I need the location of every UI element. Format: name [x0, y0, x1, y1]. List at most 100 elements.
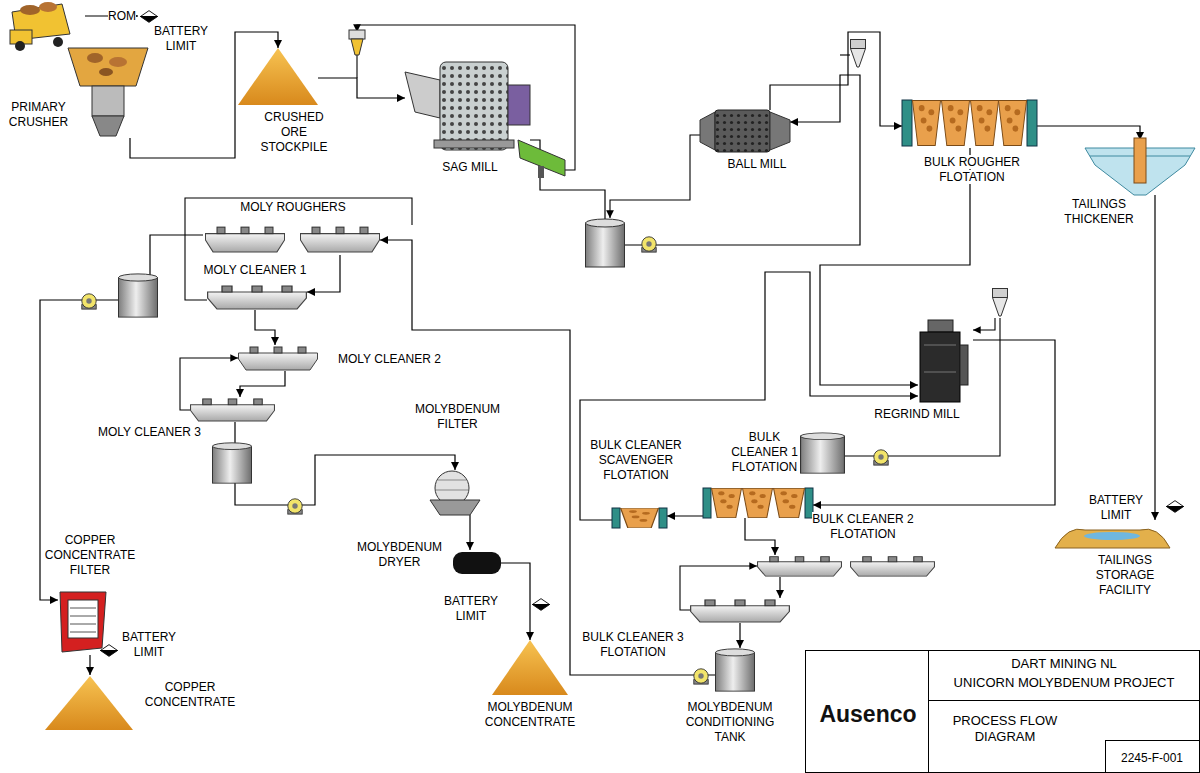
equipment-node: MOLY ROUGHERS	[203, 225, 380, 255]
bulk-cleaner-cells-icon	[774, 488, 805, 517]
copper-pile-icon	[45, 676, 133, 730]
battery-limit-symbols	[1166, 501, 1183, 513]
sag-mill-icon	[405, 72, 440, 118]
flow-line	[667, 515, 703, 516]
primary-crusher-icon	[109, 57, 127, 67]
label-text: TAILINGS THICKENER	[1064, 197, 1133, 226]
ball-mill-icon	[700, 112, 715, 150]
label-text: UNICORN MOLYBDENUM PROJECT	[954, 675, 1175, 690]
sag-mill-icon	[405, 62, 530, 150]
label-box: SAG MILL	[430, 160, 510, 175]
flow-line	[240, 371, 285, 397]
label-text: SAG MILL	[442, 160, 497, 174]
label-text: PRIMARY CRUSHER	[9, 100, 68, 129]
label-box: MOLY CLEANER 2	[338, 352, 448, 367]
title-block	[1105, 740, 1106, 773]
flow-line	[580, 272, 918, 520]
regrind-mill-icon	[920, 320, 968, 402]
label-text: MOLYBDENUM CONCENTRATE	[485, 700, 575, 729]
thickener-icon	[1134, 138, 1146, 183]
recycle-lines	[973, 318, 995, 330]
label-text: ROM	[108, 9, 136, 23]
regrind-mill-icon	[924, 345, 956, 346]
battery-limit-symbols	[532, 599, 549, 611]
flotation-cell-icons	[758, 557, 842, 576]
tank-and-pump-icons	[716, 649, 755, 691]
tailings-facility-icon	[1084, 532, 1140, 540]
molybdenum-filter-icon	[430, 471, 480, 515]
label-text: MOLY CLEANER 2	[338, 352, 441, 366]
equipment-node: MOLY CLEANER 3	[190, 397, 275, 422]
tank-and-pump-icons	[288, 499, 302, 514]
sag-mill-icon	[434, 140, 514, 148]
molybdenum-pile-icon	[492, 640, 568, 695]
copper-filter-icon	[70, 624, 96, 625]
flow-line	[40, 235, 203, 600]
flow-line	[739, 623, 740, 648]
recycle-lines	[845, 318, 1000, 456]
equipment-node: MOLYBDENUM DRYER	[453, 550, 501, 575]
label-box: BULK CLEANER SCAVENGER FLOTATION	[586, 438, 686, 483]
flotation-cell-icons	[191, 399, 275, 421]
regrind-mill-icon	[924, 372, 956, 373]
copper-filter-icon	[70, 632, 96, 633]
cyclone-icons	[851, 40, 866, 68]
thickener-icon	[1085, 138, 1195, 195]
label-text: BALL MILL	[728, 157, 787, 171]
copper-filter-icon	[70, 616, 96, 617]
stockpile-icon	[238, 48, 318, 105]
primary-crusher-icon	[68, 48, 148, 136]
equipment-node: BULK CLEANER 2 FLOTATION	[757, 555, 937, 577]
equipment-node: PRIMARY CRUSHER	[68, 48, 148, 138]
flow-line	[1154, 195, 1155, 520]
label-text: Ausenco	[819, 701, 916, 727]
equipment-node: CRUSHED ORE STOCKPILE	[238, 48, 318, 105]
equipment-node: BALL MILL	[700, 110, 790, 155]
label-text: COPPER CONCENTRATE	[145, 680, 235, 709]
feeder-icon	[349, 30, 365, 39]
molybdenum-filter-icon	[430, 500, 480, 515]
primary-crusher-icon	[87, 53, 103, 63]
equipment-node: BULK CLEANER 3 FLOTATION	[690, 598, 790, 623]
rougher-cells-icon	[970, 101, 998, 146]
label-box: BATTERY LIMIT	[118, 630, 180, 660]
label-text: BULK CLEANER 3 FLOTATION	[582, 630, 683, 659]
label-box: MOLY CLEANER 3	[98, 425, 208, 440]
label-box: BATTERY LIMIT	[440, 594, 502, 624]
flotation-cell-icons	[691, 600, 790, 622]
tank-and-pump-icons	[213, 443, 252, 483]
sag-mill-icon	[508, 85, 530, 125]
rougher-cells-icon	[941, 101, 969, 146]
bulk-cleaner-cells-icon	[703, 488, 711, 518]
flow-line	[745, 518, 775, 555]
equipment-node: SAG MILL	[405, 55, 530, 150]
label-text: TAILINGS STORAGE FACILITY	[1096, 553, 1154, 597]
label-text: MOLYBDENUM FILTER	[415, 402, 500, 431]
equipment-node: MOLYBDENUM FILTER	[430, 470, 480, 515]
bulk-cleaner-cells-icon	[612, 508, 620, 528]
flotation-cell-icons	[191, 227, 935, 622]
tank-and-pump-icons	[801, 433, 845, 473]
flow-line	[380, 240, 715, 675]
tank-and-pump-icons	[82, 294, 96, 309]
tank-and-pump-icons	[119, 274, 158, 317]
label-box: MOLYBDENUM FILTER	[410, 402, 505, 432]
primary-crusher-icon	[99, 68, 113, 76]
label-box: REGRIND MILL	[862, 407, 972, 422]
primary-crusher-icon	[92, 116, 124, 136]
regrind-mill-icon	[920, 332, 960, 402]
regrind-mill-icon	[960, 345, 968, 385]
flow-line	[255, 310, 275, 345]
copper-filter-icon	[60, 592, 106, 652]
label-text: MOLY ROUGHERS	[240, 200, 346, 214]
stockpile-icon	[238, 48, 318, 105]
tank-and-pump-icons	[642, 237, 656, 252]
bulk-cleaner-cells-icon	[743, 488, 773, 517]
label-text: BATTERY LIMIT	[122, 630, 176, 659]
sag-mill-icon	[440, 62, 508, 150]
equipment-node: TAILINGS STORAGE FACILITY	[1055, 520, 1170, 550]
label-box: ROM	[108, 9, 148, 24]
label-box: PRIMARY CRUSHER	[6, 100, 71, 130]
label-box: MOLYBDENUM DRYER	[352, 540, 447, 570]
